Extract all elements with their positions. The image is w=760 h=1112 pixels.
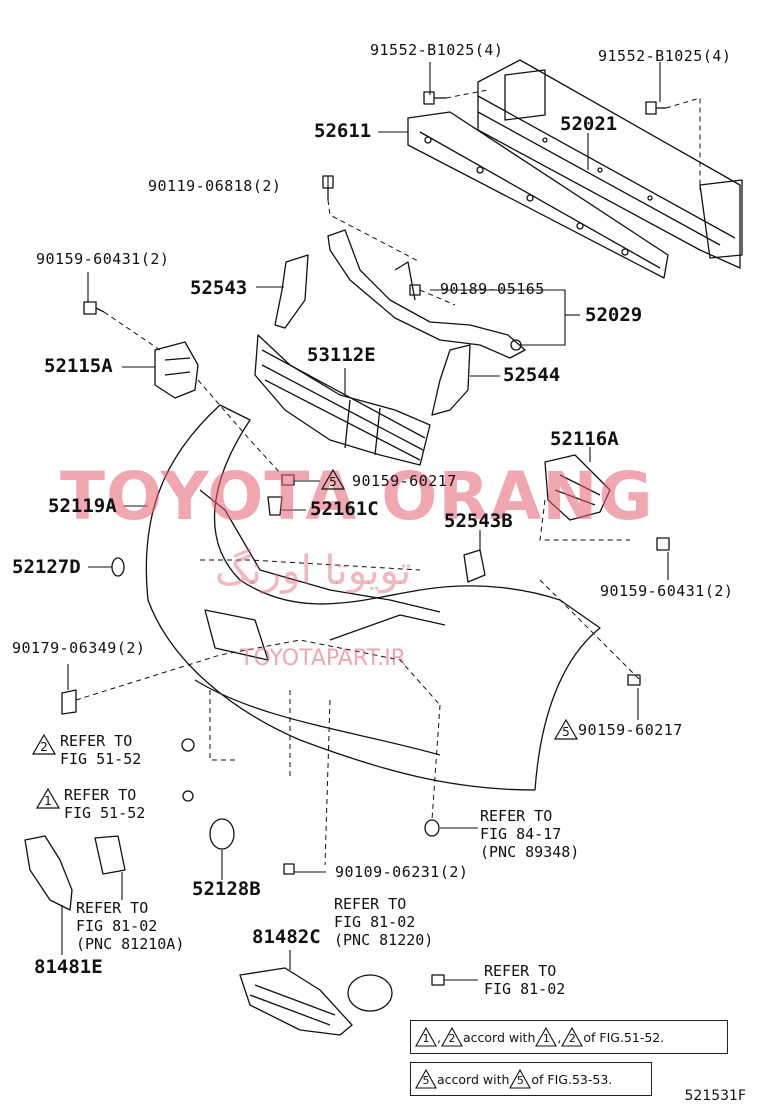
- label-90179: 90179-06349(2): [12, 639, 146, 657]
- triangle-icon: 2: [561, 1026, 584, 1047]
- fastener-51-52b: [182, 790, 194, 802]
- retainer-52115A: [154, 341, 199, 399]
- label-91552-right: 91552-B1025(4): [598, 47, 732, 65]
- reinforcement-52021: [477, 59, 743, 269]
- note-text: accord with: [462, 1029, 536, 1045]
- note-text: of FIG.51-52.: [583, 1029, 665, 1045]
- triangle-icon: 5: [415, 1068, 437, 1089]
- screw-90189: [409, 284, 421, 296]
- label-90159-60217-b: 90159-60217: [578, 721, 683, 739]
- label-90109: 90109-06231(2): [335, 863, 469, 881]
- label-52128B: 52128B: [192, 878, 261, 900]
- clip-52543B: [463, 549, 486, 583]
- ref-fig-51-52-b: REFER TO FIG 51-52: [64, 786, 146, 822]
- label-52021: 52021: [560, 113, 618, 135]
- ref-fig-84-17: REFER TO FIG 84-17 (PNC 89348): [480, 807, 580, 861]
- label-90119: 90119-06818(2): [148, 177, 282, 195]
- label-52119A: 52119A: [48, 495, 117, 517]
- note-text: accord with: [437, 1071, 510, 1087]
- cap-52128B: [209, 818, 235, 850]
- label-52544: 52544: [503, 364, 561, 386]
- label-90159-60431-right: 90159-60431(2): [600, 582, 734, 600]
- ref-fig-81-02-b: REFER TO FIG 81-02 (PNC 81220): [334, 895, 434, 949]
- triangle-symbol-5b: 5: [554, 719, 578, 740]
- triangle-icon: 1: [415, 1026, 437, 1047]
- triangle-symbol-5a: 5: [321, 469, 345, 490]
- label-52611: 52611: [314, 120, 372, 142]
- note-accord-53-53: 5 accord with 5 of FIG.53-53.: [410, 1062, 652, 1096]
- watermark-url: TOYOTAPART.IR: [240, 646, 407, 671]
- triangle-icon: 5: [509, 1068, 532, 1089]
- note-accord-51-52: 1 , 2 accord with 1 , 2 of FIG.51-52.: [410, 1020, 728, 1054]
- label-90189: 90189-05165: [440, 280, 545, 298]
- fog-lamp-81210A: [94, 835, 126, 875]
- watermark-brand: TOYOTA ORANG: [60, 458, 654, 535]
- triangle-number: 5: [329, 475, 337, 489]
- bolt-91552-left: [423, 91, 446, 105]
- clip-52161C: [267, 496, 283, 516]
- label-53112E: 53112E: [307, 344, 376, 366]
- bolt-91552-right: [645, 101, 666, 115]
- absorber-52611: [407, 111, 669, 279]
- clip-90179: [61, 689, 77, 715]
- label-91552-left: 91552-B1025(4): [370, 41, 504, 59]
- fastener-51-52a: [181, 738, 195, 752]
- label-90159-60431-left: 90159-60431(2): [36, 250, 170, 268]
- screw-90159-60217-a: [281, 474, 295, 486]
- grille-53112E: [254, 334, 431, 466]
- bracket-52544: [431, 344, 471, 416]
- label-52543B: 52543B: [444, 510, 513, 532]
- bracket-52543: [274, 254, 309, 329]
- screw-90159-60431-right: [656, 537, 670, 551]
- ref-fig-81-02-c: REFER TO FIG 81-02: [484, 962, 566, 998]
- label-52543: 52543: [190, 277, 248, 299]
- triangle-symbol-2: 2: [32, 734, 56, 755]
- screw-90109: [283, 863, 295, 875]
- label-52116A: 52116A: [550, 428, 619, 450]
- label-81482C: 81482C: [252, 926, 321, 948]
- grommet-89348: [424, 819, 440, 837]
- triangle-icon: 2: [441, 1026, 463, 1047]
- label-81481E: 81481E: [34, 956, 103, 978]
- screw-90159-60431-left: [83, 301, 105, 315]
- fog-lamp-81220: [347, 974, 393, 1012]
- label-52161C: 52161C: [310, 498, 379, 520]
- retainer-52116A: [544, 454, 611, 521]
- label-52127D: 52127D: [12, 556, 81, 578]
- triangle-number: 5: [562, 725, 570, 739]
- screw-90159-60217-b: [627, 674, 641, 686]
- triangle-number: 1: [44, 794, 52, 808]
- triangle-symbol-1: 1: [36, 788, 60, 809]
- ref-fig-51-52-a: REFER TO FIG 51-52: [60, 732, 142, 768]
- bezel-81481E: [24, 835, 73, 911]
- triangle-number: 2: [40, 740, 48, 754]
- cap-52127D: [111, 557, 125, 577]
- bezel-81482C: [239, 967, 353, 1036]
- figure-id: 521531F: [684, 1088, 747, 1104]
- watermark-persian: تویوتا اورنگ: [215, 548, 412, 594]
- label-90159-60217-a: 90159-60217: [352, 472, 457, 490]
- note-text: of FIG.53-53.: [531, 1071, 613, 1087]
- label-52029: 52029: [585, 304, 643, 326]
- screw-81-02: [431, 974, 445, 986]
- label-52115A: 52115A: [44, 355, 113, 377]
- triangle-icon: 1: [535, 1026, 558, 1047]
- bumper-cover-52119A: [145, 404, 601, 791]
- ref-fig-81-02-a: REFER TO FIG 81-02 (PNC 81210A): [76, 899, 185, 953]
